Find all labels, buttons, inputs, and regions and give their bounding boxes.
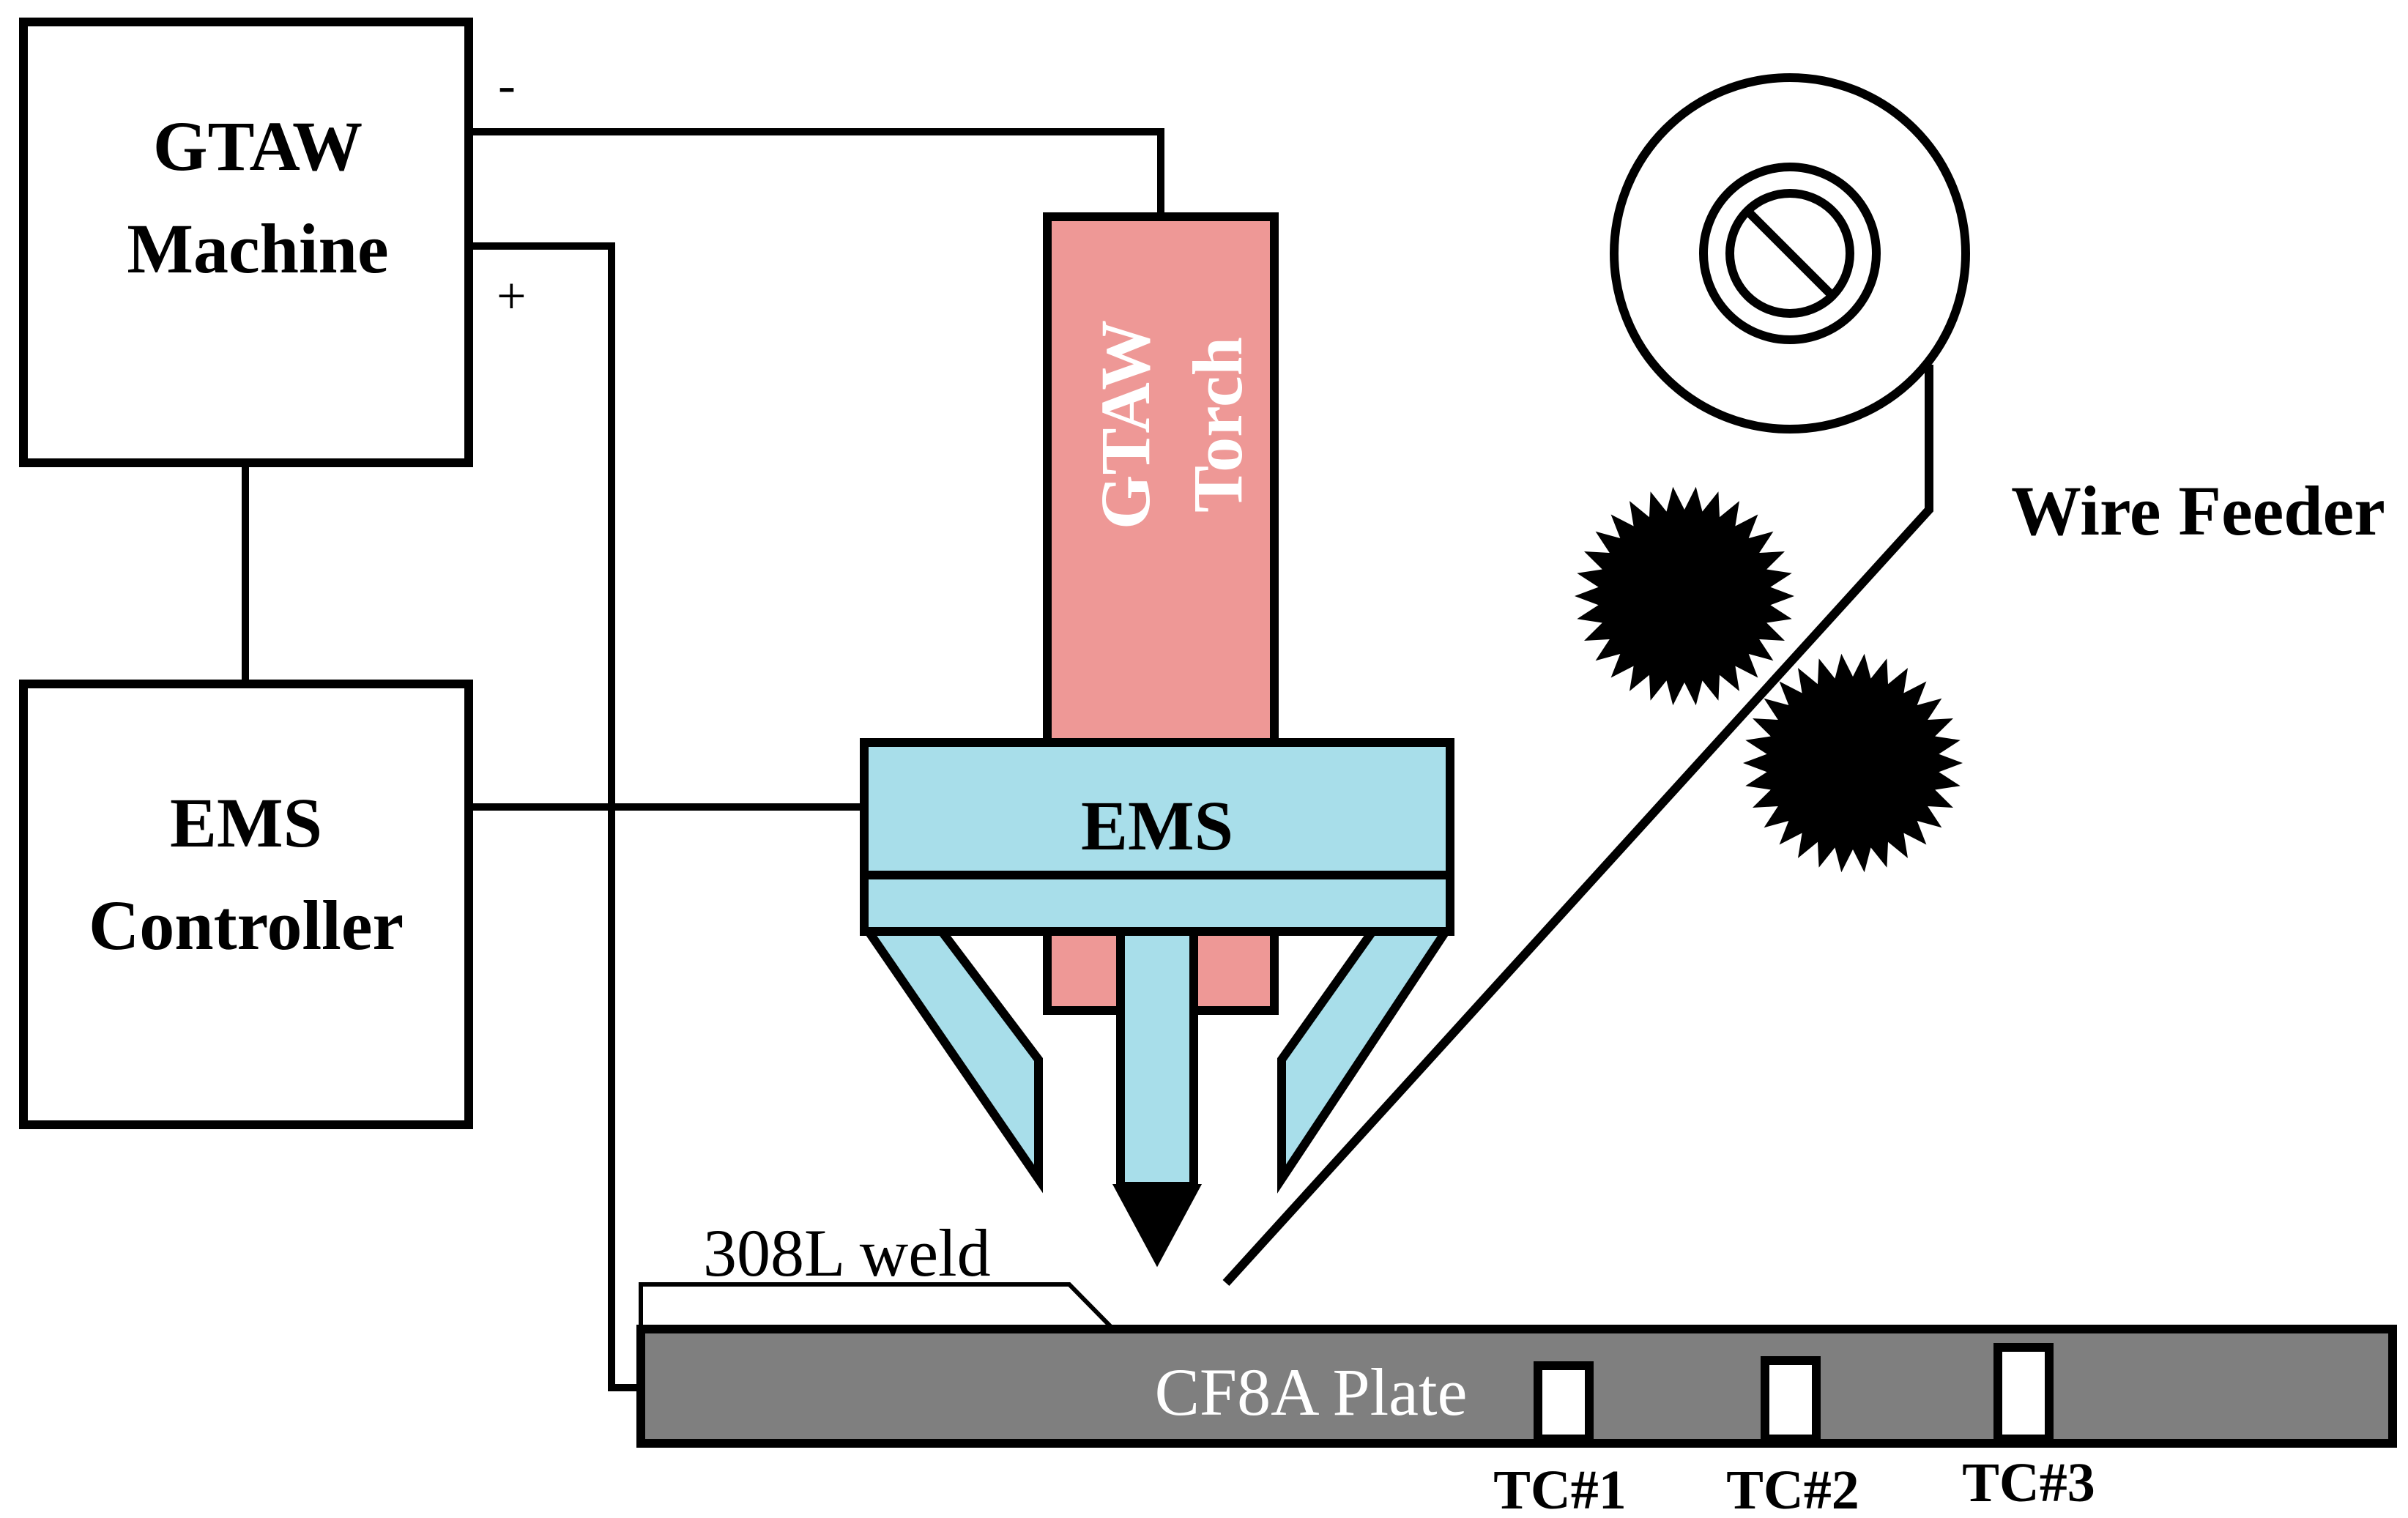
weld-annotation: 308L weld [639,1216,1115,1331]
ems-controller: EMS Controller [19,680,473,1129]
positive-lead-wire [469,242,641,1391]
tungsten-electrode [1112,927,1203,1268]
ems-left-pole [860,927,1043,1194]
positive-terminal-label: + [497,267,527,325]
ems-controller-label-line2: Controller [89,886,404,964]
drive-roller-bottom [1743,653,1963,873]
torch-label-line1: GTAW [1086,320,1164,529]
cf8a-plate: CF8A Plate [636,1325,2397,1448]
thermocouple-2: TC#2 [1726,1356,1859,1518]
torch-label-line2: Torch [1178,337,1257,513]
negative-terminal-label: - [498,56,516,114]
ems-right-pole [1277,927,1454,1194]
drive-roller-top [1575,486,1794,706]
plate-label: CF8A Plate [1155,1355,1468,1429]
gtaw-machine-label-line2: Machine [127,209,388,288]
wiring [242,128,1164,1391]
ems-device: EMS [860,738,1454,1194]
gtaw-machine: GTAW Machine [19,18,473,467]
gtaw-machine-label-line1: GTAW [153,107,363,185]
thermocouple-2-label: TC#2 [1726,1459,1859,1518]
negative-lead-wire [469,128,1164,217]
ems-label: EMS [1081,786,1233,865]
thermocouple-1-label: TC#1 [1493,1459,1627,1518]
thermocouple-3: TC#3 [1962,1343,2095,1514]
ems-controller-label-line1: EMS [170,784,322,862]
weld-label: 308L weld [703,1216,991,1290]
weld-leader-line [639,1282,1115,1331]
thermocouple-3-label: TC#3 [1962,1452,2095,1514]
thermocouple-1: TC#1 [1493,1361,1627,1518]
filler-wire [1222,365,1933,1287]
wire-feeder-label: Wire Feeder [2011,472,2385,550]
wire-feeder: Wire Feeder [1222,73,2385,1287]
